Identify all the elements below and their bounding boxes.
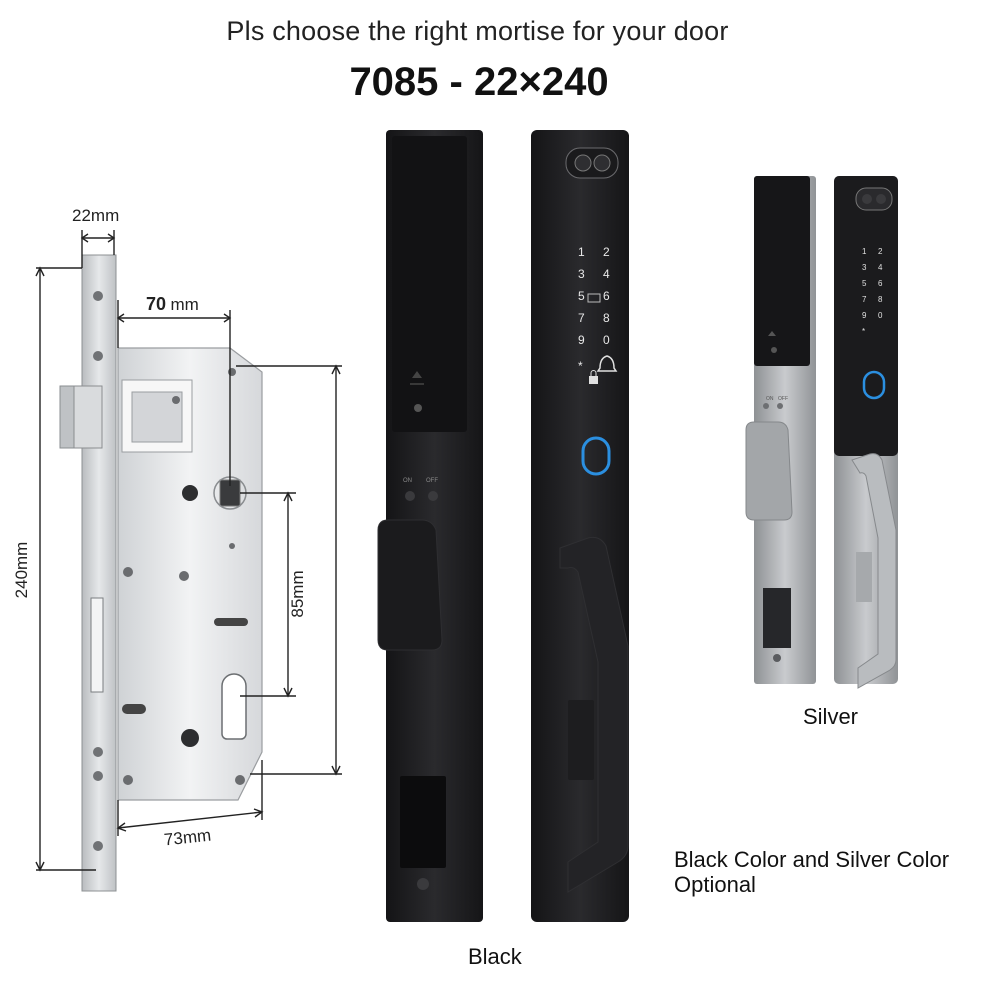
keypad-key: 4 [603,267,610,281]
silver-caption: Silver [803,704,859,729]
silver-lock-inner-panel [745,176,816,684]
keypad-key: 8 [878,295,883,304]
keypad-key: 5 [862,279,867,288]
color-option-note: Black Color and Silver Color Optional [674,847,994,897]
keypad-key: * [578,359,583,373]
color-option-line1: Black Color and Silver Color [674,847,950,872]
switch-off-label: OFF [426,478,438,484]
color-option-line2: Optional [674,872,756,897]
keypad-key: 8 [603,311,610,325]
keypad-key: 5 [578,289,585,303]
switch-on-label: ON [403,478,412,484]
keypad-key: 9 [578,333,585,347]
black-lock-outer-panel [531,130,629,922]
subtitle: Pls choose the right mortise for your do… [226,16,729,46]
card-icon [587,293,601,303]
dim-total-height: 240mm [12,541,31,599]
model-title: 7085 - 22×240 [349,60,609,104]
keypad-key: 7 [862,295,867,304]
keypad-key: 1 [862,247,867,256]
black-keypad: 1 2 3 4 5 6 7 8 9 0 * [578,245,618,384]
dim-backset: 70 mm [146,294,199,315]
keypad-key: 3 [578,267,585,281]
silver-switch-off-label: OFF [778,396,788,402]
mortise-faceplate [81,254,117,892]
keypad-key: 4 [878,263,883,272]
silver-switch-on-label: ON [766,396,774,402]
mortise-lock-diagram [59,254,263,892]
silver-lock-outer-panel [834,176,898,689]
dim-faceplate-width: 22mm [72,206,120,225]
lock-icon [589,376,598,384]
dim-backset-unit: mm [170,295,199,314]
keypad-key: 6 [878,279,883,288]
keypad-key: 0 [603,333,610,347]
silver-keypad: 1 2 3 4 5 6 7 8 9 0 * [862,247,883,336]
keypad-key: 6 [603,289,610,303]
fingerprint-sensor [581,436,611,476]
bell-icon [596,355,618,372]
dimension-lines [35,230,342,872]
keypad-key: 2 [603,245,610,259]
keypad-key: 7 [578,311,585,325]
keypad-key: * [862,327,865,336]
keypad-key: 0 [878,311,883,320]
dim-center-distance: 85mm [288,570,307,618]
keypad-key: 1 [578,245,585,259]
keypad-key: 9 [862,311,867,320]
dim-backset-value: 70 [146,294,167,314]
keypad-key: 3 [862,263,867,272]
black-caption: Black [468,944,522,969]
black-lock-inner-panel [377,130,483,922]
keypad-key: 2 [878,247,883,256]
